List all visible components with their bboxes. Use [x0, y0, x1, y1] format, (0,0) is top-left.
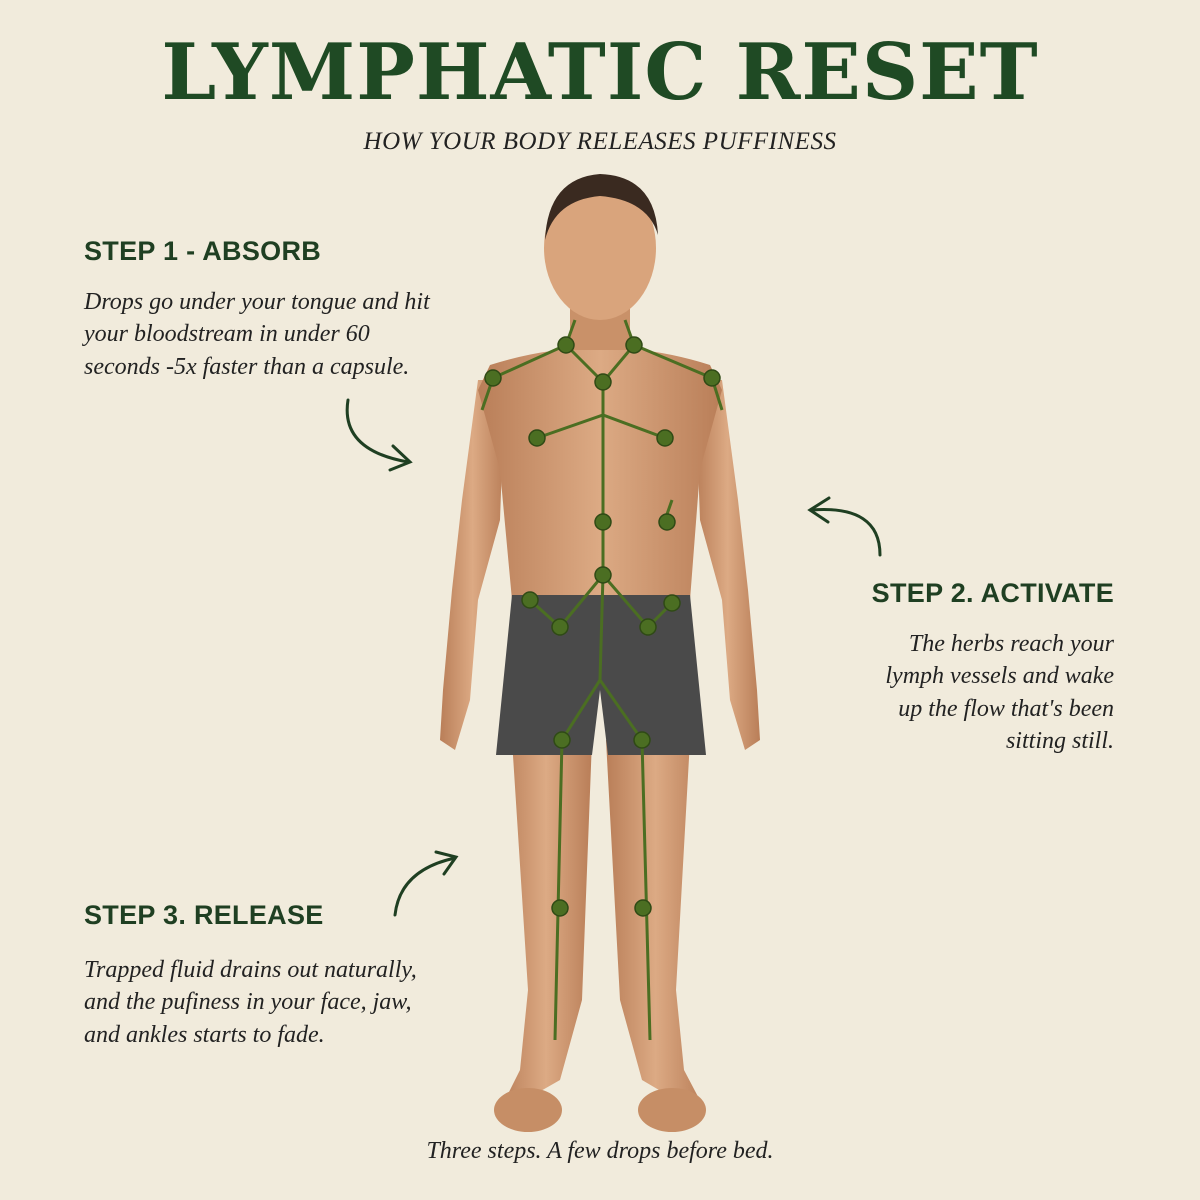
step-1-title: STEP 1 - ABSORB [84, 236, 322, 266]
footer-text: Three steps. A few drops before bed. [426, 1138, 774, 1164]
lymph-node [521, 591, 539, 609]
lymph-node [633, 731, 651, 749]
page-title: LYMPHATIC RESET [161, 27, 1039, 118]
curved-arrow-icon [807, 496, 882, 557]
left-arm [440, 380, 505, 750]
lymph-node [553, 731, 571, 749]
lymph-node [594, 373, 612, 391]
right-foot [638, 1088, 706, 1132]
lymph-nodes [484, 336, 721, 917]
right-leg [606, 740, 705, 1110]
page-subtitle: HOW YOUR BODY RELEASES PUFFINESS [363, 128, 837, 155]
torso [478, 347, 722, 600]
lymph-node [663, 594, 681, 612]
lymph-node [557, 336, 575, 354]
lymph-node [625, 336, 643, 354]
left-foot [494, 1088, 562, 1132]
step-3-body: Trapped fluid drains out naturally, and … [84, 957, 417, 1048]
step-3-title: STEP 3. RELEASE [84, 900, 324, 930]
lymph-node [656, 429, 674, 447]
lymph-node [703, 369, 721, 387]
lymph-node [658, 513, 676, 531]
left-leg [500, 740, 592, 1110]
curved-arrow-icon [345, 398, 413, 472]
step-1-body: Drops go under your tongue and hit your … [84, 289, 430, 380]
lymph-node [551, 618, 569, 636]
curved-arrow-icon [393, 850, 459, 917]
step-2-body: The herbs reach your lymph vessels and w… [885, 631, 1114, 755]
lymph-node [634, 899, 652, 917]
lymph-node [594, 566, 612, 584]
lymph-network [480, 319, 724, 1041]
lymph-node [594, 513, 612, 531]
step-2-title: STEP 2. ACTIVATE [871, 578, 1114, 608]
head [544, 176, 656, 320]
right-arm [695, 380, 760, 750]
lymph-node [484, 369, 502, 387]
lymph-node [551, 899, 569, 917]
lymph-node [639, 618, 657, 636]
lymph-node [528, 429, 546, 447]
hair [545, 174, 658, 240]
